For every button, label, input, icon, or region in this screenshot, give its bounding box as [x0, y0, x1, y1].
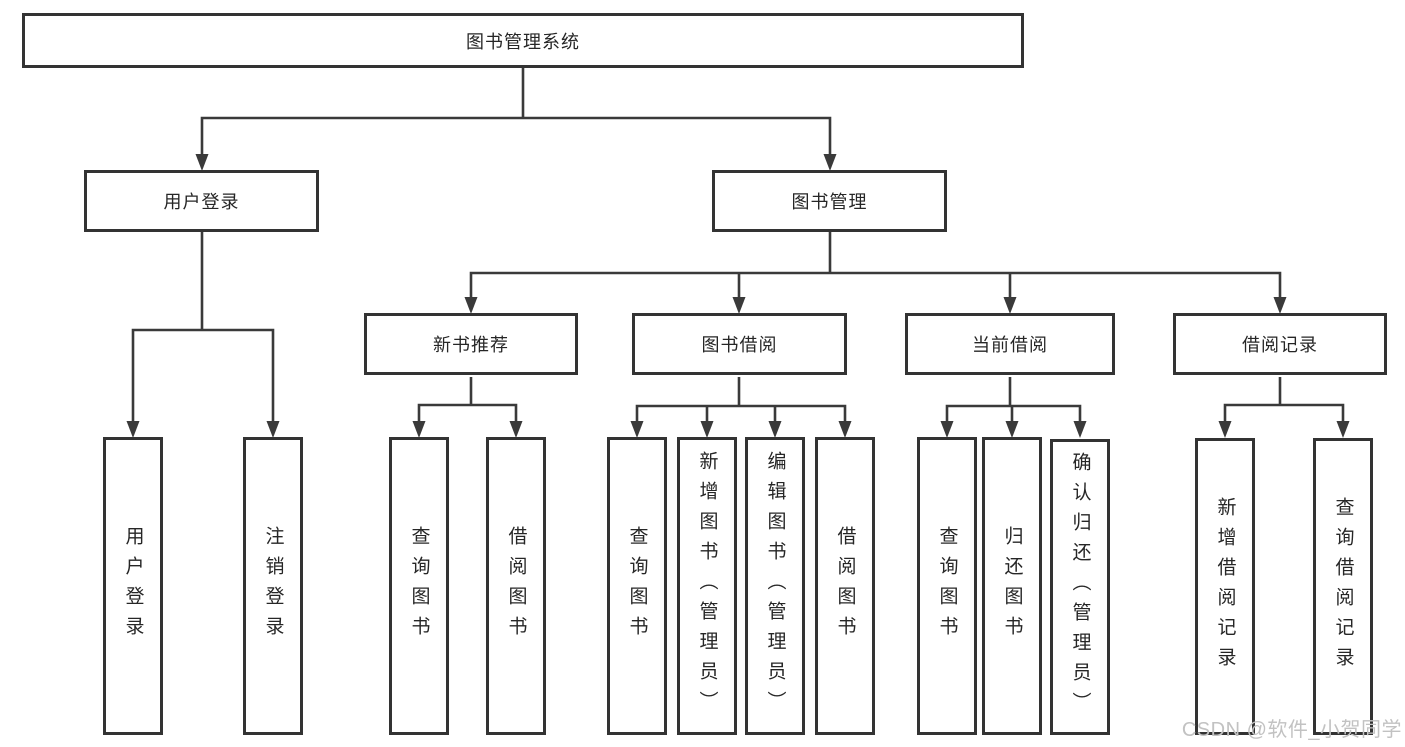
- leaf-borrow-query-book: 查询图书: [607, 437, 667, 735]
- leaf-recommend-borrow-book: 借阅图书: [486, 437, 546, 735]
- leaf-query-borrow-record-label: 查询借阅记录: [1332, 496, 1354, 677]
- leaf-recommend-query-book: 查询图书: [389, 437, 449, 735]
- node-book-management: 图书管理: [712, 170, 947, 232]
- connector-bookborrow-to-leaves: [630, 377, 852, 438]
- leaf-user-login-label: 用户登录: [122, 526, 144, 646]
- connector-root-to-level2: [195, 68, 837, 171]
- leaf-add-borrow-record-label: 新增借阅记录: [1214, 496, 1236, 677]
- leaf-return-book-label: 归还图书: [1001, 526, 1023, 646]
- connector-currentborrow-to-leaves: [940, 377, 1087, 438]
- leaf-user-login: 用户登录: [103, 437, 163, 735]
- connector-newbookrec-to-leaves: [412, 377, 523, 438]
- leaf-recommend-query-book-label: 查询图书: [408, 526, 430, 646]
- connector-borrowrecord-to-leaves: [1218, 377, 1350, 438]
- leaf-return-book: 归还图书: [982, 437, 1042, 735]
- node-borrow-record: 借阅记录: [1173, 313, 1387, 375]
- connector-userlogin-to-leaves: [126, 232, 280, 438]
- leaf-borrow-book-label: 借阅图书: [834, 526, 856, 646]
- connector-bookmgmt-to-level3: [464, 232, 1287, 314]
- leaf-confirm-return-admin: 确认归还（管理员）: [1050, 439, 1110, 735]
- node-new-book-recommend: 新书推荐: [364, 313, 578, 375]
- node-root-system: 图书管理系统: [22, 13, 1024, 68]
- leaf-current-query-book: 查询图书: [917, 437, 977, 735]
- leaf-borrow-book: 借阅图书: [815, 437, 875, 735]
- node-user-login: 用户登录: [84, 170, 319, 232]
- leaf-add-book-admin: 新增图书（管理员）: [677, 437, 737, 735]
- node-current-borrow: 当前借阅: [905, 313, 1115, 375]
- leaf-query-borrow-record: 查询借阅记录: [1313, 438, 1373, 735]
- leaf-logout: 注销登录: [243, 437, 303, 735]
- node-book-borrow: 图书借阅: [632, 313, 847, 375]
- leaf-recommend-borrow-book-label: 借阅图书: [505, 526, 527, 646]
- leaf-add-borrow-record: 新增借阅记录: [1195, 438, 1255, 735]
- leaf-add-book-admin-label: 新增图书（管理员）: [696, 451, 718, 721]
- leaf-current-query-book-label: 查询图书: [936, 526, 958, 646]
- leaf-logout-label: 注销登录: [262, 526, 284, 646]
- leaf-confirm-return-admin-label: 确认归还（管理员）: [1069, 452, 1091, 722]
- leaf-edit-book-admin: 编辑图书（管理员）: [745, 437, 805, 735]
- leaf-borrow-query-book-label: 查询图书: [626, 526, 648, 646]
- leaf-edit-book-admin-label: 编辑图书（管理员）: [764, 451, 786, 721]
- csdn-watermark: CSDN @软件_小贺同学: [1181, 719, 1402, 741]
